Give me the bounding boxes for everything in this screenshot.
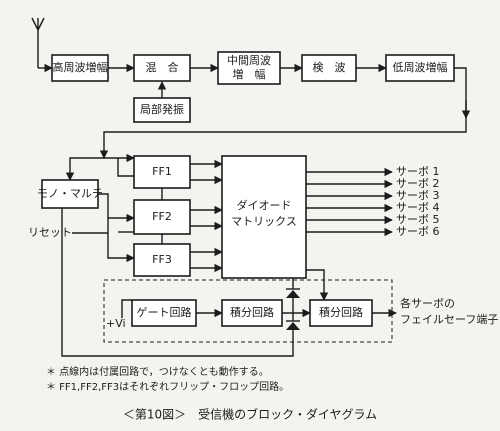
servo-5-label: サーボ 5 (396, 213, 440, 226)
reset-label: リセット (28, 226, 72, 239)
wire-vi (121, 299, 132, 318)
af-amp-label: 低周波増幅 (393, 61, 448, 74)
figure-caption: ＜第10図＞ 受信機のブロック・ダイヤグラム (123, 407, 377, 422)
integrator-2-label: 積分回路 (319, 305, 363, 319)
if-amp-label-1: 中間周波 (227, 54, 271, 67)
servo-3-label: サーボ 3 (396, 189, 440, 202)
servo-2-label: サーボ 2 (396, 177, 440, 190)
vi-label: +Vi (106, 317, 126, 330)
note-2: ＊ FF1,FF2,FF3はそれぞれフリップ・フロップ回路。 (46, 380, 289, 393)
diode-matrix-block: ダイオード マトリックス (221, 155, 307, 279)
gate-circuit-block: ゲート回路 (131, 299, 197, 327)
wire-to-mono (65, 157, 104, 181)
gate-label: ゲート回路 (137, 306, 192, 319)
failsafe-label-1: 各サーボの (400, 296, 455, 310)
servo-6-label: サーボ 6 (396, 225, 440, 238)
af-amp-block: 低周波増幅 (385, 54, 455, 82)
rf-amp-label: 高周波増幅 (53, 60, 108, 74)
wire-mono-out (98, 193, 109, 218)
diode-matrix-label-1: ダイオード (237, 198, 292, 212)
wire-mono-bottom (61, 208, 294, 357)
ff3-block: FF3 (133, 243, 191, 277)
rf-amp-block: 高周波増幅 (51, 54, 109, 82)
ff3-label: FF3 (152, 253, 172, 266)
mono-multi-block: モノ・マルチ (37, 179, 103, 209)
wire-to-ff3 (107, 218, 135, 263)
local-osc-label: 局部発振 (140, 102, 184, 116)
mixer-label: 混 合 (146, 60, 179, 74)
failsafe-label-2: フェイルセーフ端子 (400, 313, 498, 326)
if-amp-label-2: 増 幅 (233, 68, 266, 81)
diode-icon (286, 288, 300, 298)
ff2-block: FF2 (133, 199, 191, 235)
diode-icon (286, 320, 300, 330)
diode-matrix-label-2: マトリックス (231, 215, 297, 228)
servo-4-label: サーボ 4 (396, 201, 440, 214)
integrator-1-block: 積分回路 (221, 299, 283, 327)
if-amp-block: 中間周波 増 幅 (217, 51, 281, 85)
note-1: ＊ 点線内は付属回路で，つけなくとも動作する。 (46, 365, 269, 378)
ff2-label: FF2 (152, 210, 172, 223)
integrator-2-block: 積分回路 (309, 299, 373, 327)
detector-label: 検 波 (313, 60, 346, 74)
integrator-1-label: 積分回路 (230, 305, 274, 319)
detector-block: 検 波 (301, 54, 357, 82)
local-osc-block: 局部発振 (133, 97, 191, 123)
wire-ff1-b (117, 158, 134, 177)
mono-multi-label: モノ・マルチ (37, 187, 103, 200)
ff1-block: FF1 (133, 155, 191, 189)
wire-matrix-integ2 (306, 269, 329, 301)
antenna-icon (31, 17, 45, 68)
servo-outputs: サーボ 1 サーボ 2 サーボ 3 サーボ 4 サーボ 5 サーボ 6 (306, 165, 440, 238)
wire-af-feedback (99, 67, 467, 159)
ff1-label: FF1 (152, 165, 172, 178)
mixer-block: 混 合 (133, 54, 191, 82)
servo-1-label: サーボ 1 (396, 165, 440, 178)
